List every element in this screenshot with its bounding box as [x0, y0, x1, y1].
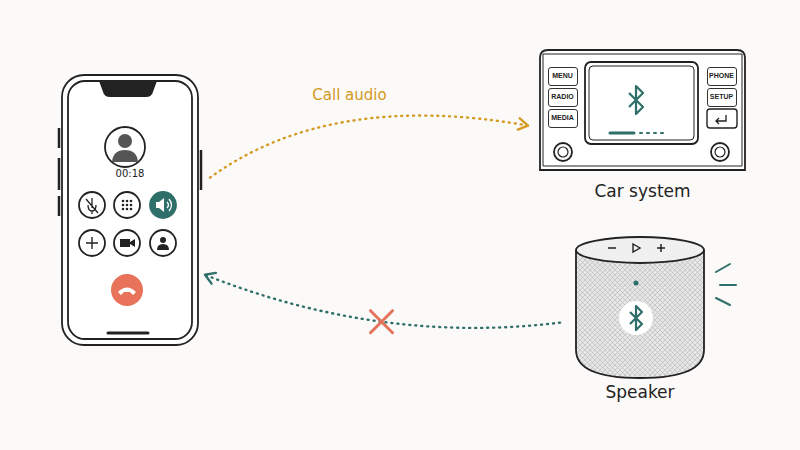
contact-head	[160, 237, 166, 243]
sound-lines	[716, 264, 736, 305]
menu-button: MENU	[548, 67, 578, 86]
connector	[210, 116, 528, 178]
add-icon	[86, 237, 98, 249]
node-label: 00:18	[62, 168, 198, 180]
speaker-icon	[156, 198, 164, 212]
keypad-button	[114, 192, 140, 218]
speaker-top	[576, 237, 704, 263]
button-label: PHONE	[708, 68, 735, 84]
button-label: RADIO	[549, 89, 576, 105]
mute-icon	[86, 198, 98, 214]
phone-illustration	[59, 75, 201, 345]
tune-knob-inner	[715, 147, 725, 157]
car-screen-inner	[589, 66, 694, 140]
avatar-head	[118, 134, 132, 148]
radio-button: RADIO	[548, 88, 578, 107]
edge-label: Call audio	[312, 86, 386, 104]
connector-line	[210, 116, 528, 178]
car-unit-body	[540, 50, 745, 170]
phone-body	[62, 75, 198, 345]
connector-line	[205, 275, 560, 328]
phone-side-buttons	[59, 128, 201, 216]
car-system-node: Car systemMENURADIOMEDIAPHONESETUP	[540, 50, 745, 170]
car-screen	[585, 62, 698, 144]
media-button: MEDIA	[548, 109, 578, 128]
connector	[205, 273, 560, 333]
bluetooth-symbol	[629, 86, 643, 114]
car-system-illustration	[540, 50, 745, 170]
contact-button	[150, 230, 176, 256]
back-icon	[716, 115, 726, 124]
arrow-head	[518, 118, 528, 129]
avatar-body	[112, 150, 138, 162]
speaker-waves	[167, 199, 172, 211]
speaker-button	[150, 192, 176, 218]
speaker-controls	[608, 244, 665, 252]
tune-knob	[711, 143, 729, 161]
progress-bar	[610, 132, 634, 135]
progress-dots	[640, 132, 666, 134]
avatar-ring	[105, 127, 145, 167]
button-label: SETUP	[708, 89, 735, 105]
speaker-illustration	[576, 237, 736, 378]
speaker-node: Speaker	[575, 236, 705, 378]
volume-knob-inner	[558, 147, 568, 157]
video-button	[114, 230, 140, 256]
car-unit-bezel	[543, 54, 742, 166]
button-label: MEDIA	[549, 110, 576, 126]
status-light	[634, 281, 639, 286]
node-label: Car system	[520, 181, 765, 201]
keypad-icon	[122, 200, 133, 211]
blocked-mark	[371, 311, 393, 333]
end-call-button	[111, 274, 143, 306]
volume-knob	[554, 143, 572, 161]
video-icon	[120, 239, 135, 247]
add-button	[79, 230, 105, 256]
contact-body	[157, 244, 169, 250]
arrow-head	[205, 273, 216, 284]
back-button	[707, 109, 737, 128]
bluetooth-symbol	[630, 306, 642, 330]
play-icon	[633, 244, 640, 252]
button-label: MENU	[549, 68, 576, 84]
phone-screen	[68, 81, 192, 339]
setup-button: SETUP	[707, 88, 737, 107]
home-bar	[108, 332, 148, 335]
speaker-body	[576, 250, 704, 378]
mute-button	[79, 192, 105, 218]
phone-button: PHONE	[707, 67, 737, 86]
phone-notch	[100, 81, 156, 96]
phone-node: 00:18	[62, 75, 198, 345]
end-call-icon	[118, 288, 136, 296]
node-label: Speaker	[555, 382, 725, 402]
bluetooth-badge	[619, 301, 653, 335]
